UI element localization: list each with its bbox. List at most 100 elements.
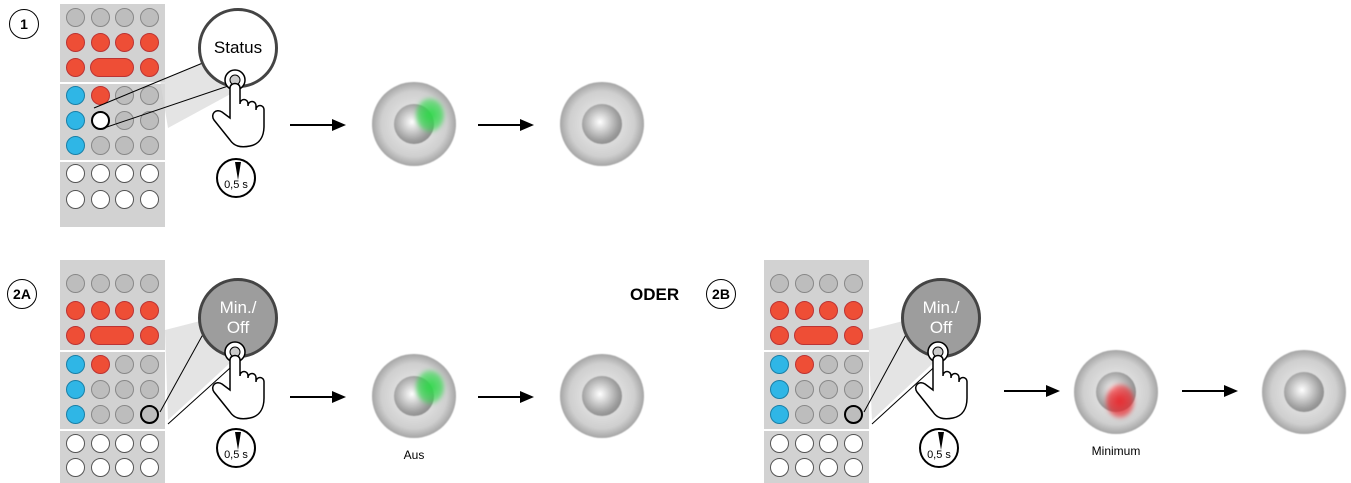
remote-button	[844, 434, 864, 453]
remote-button-highlighted	[844, 405, 864, 424]
remote-button	[65, 33, 85, 52]
remote-button	[115, 33, 135, 52]
remote-button	[769, 326, 789, 345]
stopwatch-icon: 0,5 s	[919, 428, 959, 468]
sensor-led-icon	[372, 82, 456, 166]
arrow-right-icon	[1004, 385, 1060, 397]
remote-button	[769, 301, 789, 320]
remote-button	[769, 355, 789, 374]
sensor-led-icon	[560, 82, 644, 166]
remote-button-highlighted	[140, 405, 160, 424]
remote-button	[65, 405, 85, 424]
sensor-led-icon	[1262, 350, 1346, 434]
remote-button	[819, 274, 839, 293]
remote-button	[115, 190, 135, 209]
remote-button	[65, 274, 85, 293]
remote-button	[115, 8, 135, 27]
remote-button	[844, 380, 864, 399]
remote-button	[794, 380, 814, 399]
min-label: Min./	[922, 298, 960, 317]
arrow-right-icon	[478, 119, 534, 131]
remote-button	[115, 380, 135, 399]
remote-button-highlighted	[90, 111, 110, 130]
remote-button	[140, 458, 160, 477]
remote-button	[90, 380, 110, 399]
remote-control-2b	[764, 260, 869, 483]
remote-button	[140, 8, 160, 27]
sensor-led-icon	[560, 354, 644, 438]
remote-button	[794, 355, 814, 374]
remote-button	[65, 355, 85, 374]
remote-button	[140, 274, 160, 293]
remote-button	[65, 136, 85, 155]
stopwatch-icon: 0,5 s	[216, 158, 256, 198]
remote-button	[115, 164, 135, 183]
hand-pointer-icon	[211, 341, 265, 420]
remote-button	[90, 58, 135, 77]
remote-button	[794, 434, 814, 453]
remote-control-2a	[60, 260, 165, 483]
step-badge-2b: 2B	[706, 279, 736, 309]
led-caption-minimum: Minimum	[1091, 444, 1141, 458]
remote-button	[819, 405, 839, 424]
remote-button	[90, 405, 110, 424]
remote-button	[90, 301, 110, 320]
remote-button	[844, 274, 864, 293]
remote-button	[65, 326, 85, 345]
remote-button	[819, 355, 839, 374]
remote-button	[819, 434, 839, 453]
remote-button	[769, 434, 789, 453]
remote-button	[65, 301, 85, 320]
sensor-led-icon	[1074, 350, 1158, 434]
step-badge-2a: 2A	[7, 279, 37, 309]
remote-button	[115, 355, 135, 374]
remote-button	[65, 8, 85, 27]
remote-button	[769, 458, 789, 477]
remote-button	[844, 355, 864, 374]
min-label: Min./	[219, 298, 257, 317]
remote-button	[140, 111, 160, 130]
remote-button	[140, 33, 160, 52]
remote-button	[140, 355, 160, 374]
remote-button	[90, 458, 110, 477]
remote-button	[65, 380, 85, 399]
stopwatch-icon: 0,5 s	[216, 428, 256, 468]
remote-button	[140, 190, 160, 209]
led-caption-aus: Aus	[403, 448, 425, 462]
remote-button	[90, 164, 110, 183]
remote-button	[115, 301, 135, 320]
remote-button	[769, 380, 789, 399]
arrow-right-icon	[478, 391, 534, 403]
remote-button	[65, 190, 85, 209]
remote-button	[115, 136, 135, 155]
remote-button	[140, 86, 160, 105]
remote-button	[90, 190, 110, 209]
remote-button	[140, 136, 160, 155]
timer-label: 0,5 s	[224, 179, 248, 191]
off-label: Off	[226, 318, 250, 337]
remote-button	[794, 326, 839, 345]
remote-button	[140, 58, 160, 77]
remote-button	[90, 136, 110, 155]
remote-button	[90, 355, 110, 374]
remote-button	[140, 434, 160, 453]
remote-button	[819, 458, 839, 477]
off-label: Off	[929, 318, 953, 337]
remote-button	[115, 405, 135, 424]
remote-button	[90, 434, 110, 453]
remote-button	[65, 434, 85, 453]
remote-button	[769, 274, 789, 293]
status-label: Status	[213, 38, 263, 57]
remote-button	[65, 164, 85, 183]
remote-button	[794, 405, 814, 424]
remote-button	[844, 301, 864, 320]
remote-button	[140, 380, 160, 399]
remote-control-1	[60, 4, 165, 227]
remote-button	[115, 274, 135, 293]
remote-button	[115, 434, 135, 453]
step-badge-1: 1	[9, 9, 39, 39]
remote-button	[90, 86, 110, 105]
remote-button	[844, 326, 864, 345]
remote-button	[794, 458, 814, 477]
remote-button	[65, 111, 85, 130]
